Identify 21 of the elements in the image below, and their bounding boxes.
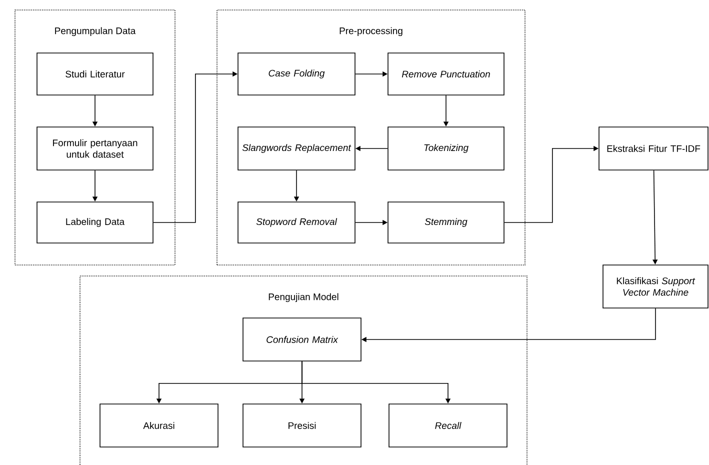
group-frame xyxy=(14,10,176,266)
process-box: Case Folding xyxy=(238,52,356,96)
process-box: Studi Literatur xyxy=(36,52,154,96)
group-frame xyxy=(216,10,526,266)
process-box: Formulir pertanyaan untuk dataset xyxy=(36,126,154,170)
process-box: Klasifikasi Support Vector Machine xyxy=(602,264,708,308)
group-frame xyxy=(80,276,528,465)
process-box: Recall xyxy=(388,404,508,448)
process-box: Stemming xyxy=(388,202,504,244)
process-box: Slangwords Replacement xyxy=(238,126,356,170)
process-box: Akurasi xyxy=(100,404,218,448)
process-box: Confusion Matrix xyxy=(242,318,362,362)
process-box: Stopword Removal xyxy=(238,202,356,244)
process-box: Remove Punctuation xyxy=(388,52,504,96)
group-title: Pengujian Model xyxy=(268,293,338,302)
group-title: Pre-processing xyxy=(340,27,402,36)
process-box: Ekstraksi Fitur TF-IDF xyxy=(598,126,708,170)
process-box: Presisi xyxy=(242,404,362,448)
process-box: Labeling Data xyxy=(36,202,154,244)
group-title: Pengumpulan Data xyxy=(55,27,136,36)
process-box: Tokenizing xyxy=(388,126,504,170)
